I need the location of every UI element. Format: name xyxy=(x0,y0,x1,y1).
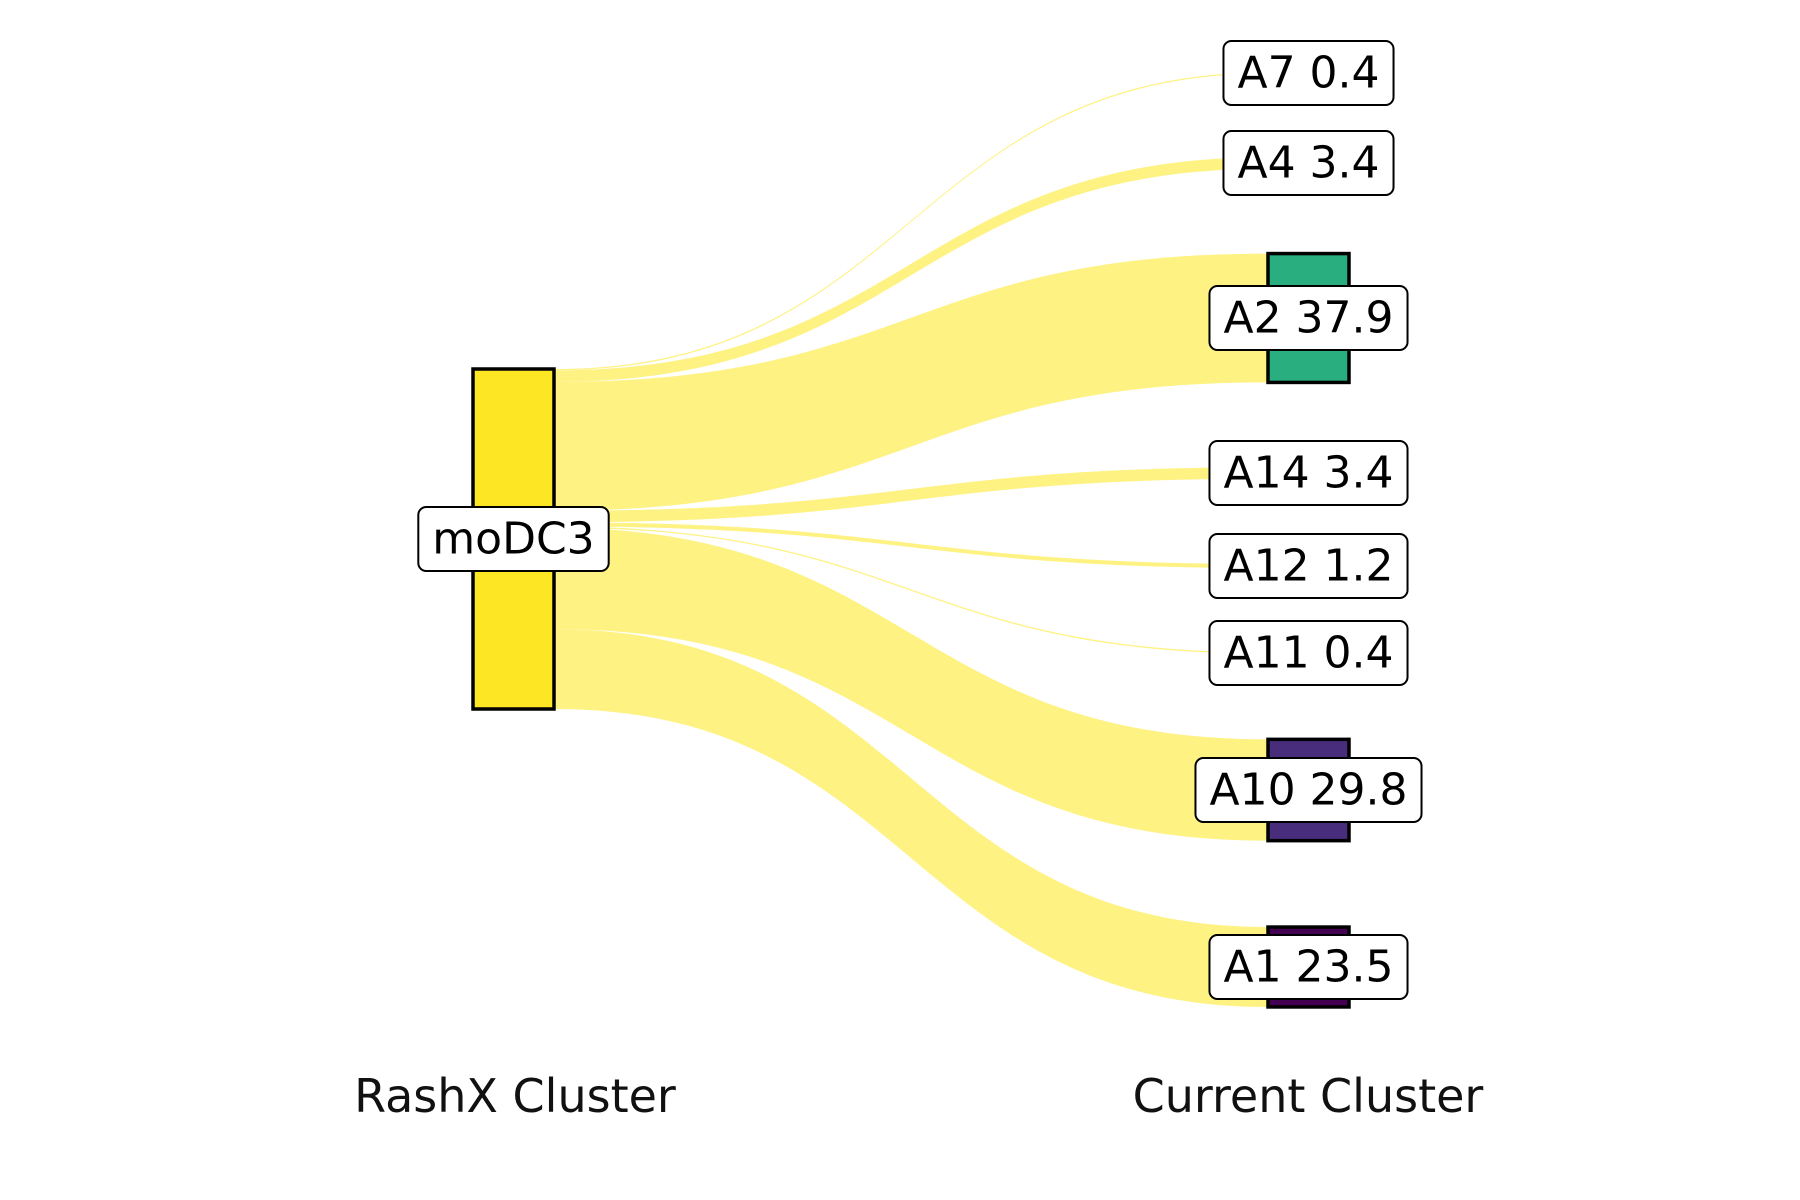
target-label-A2-text: A2 37.9 xyxy=(1223,293,1393,344)
target-label-A11-text: A11 0.4 xyxy=(1223,628,1393,679)
target-label-A12-box xyxy=(1208,533,1409,599)
target-label-A4-text: A4 3.4 xyxy=(1237,138,1379,189)
target-label-A4: A4 3.4 xyxy=(1222,130,1395,196)
right-axis-label: Current Cluster xyxy=(1133,1069,1484,1123)
source-label-box xyxy=(417,506,610,572)
target-label-A11-box xyxy=(1208,620,1409,686)
target-label-A14-text: A14 3.4 xyxy=(1223,448,1393,499)
target-label-A2: A2 37.9 xyxy=(1208,285,1409,351)
target-label-A10-box xyxy=(1194,757,1423,823)
target-label-A11: A11 0.4 xyxy=(1208,620,1409,686)
target-label-A12: A12 1.2 xyxy=(1208,533,1409,599)
target-label-A14: A14 3.4 xyxy=(1208,440,1409,506)
target-label-A1: A1 23.5 xyxy=(1208,934,1409,1000)
target-label-A10-text: A10 29.8 xyxy=(1209,765,1407,816)
target-label-A10: A10 29.8 xyxy=(1194,757,1423,823)
flow-link-A12 xyxy=(554,522,1268,569)
target-label-A12-text: A12 1.2 xyxy=(1223,541,1393,592)
target-label-A1-box xyxy=(1208,934,1409,1000)
flow-link-A2 xyxy=(554,253,1268,511)
flow-link-A7 xyxy=(554,72,1268,371)
source-label: moDC3 xyxy=(417,506,610,572)
target-label-A7-text: A7 0.4 xyxy=(1237,48,1379,99)
source-label-text: moDC3 xyxy=(432,514,594,565)
flow-link-A4 xyxy=(554,157,1268,382)
left-axis-label: RashX Cluster xyxy=(354,1069,676,1123)
target-label-A4-box xyxy=(1222,130,1395,196)
target-label-A7-box xyxy=(1222,40,1395,106)
flow-link-A1 xyxy=(554,629,1268,1007)
flow-links xyxy=(554,72,1268,1007)
flow-link-A10 xyxy=(554,527,1268,841)
target-label-A7: A7 0.4 xyxy=(1222,40,1395,106)
flow-link-A11 xyxy=(554,526,1268,654)
flow-link-A14 xyxy=(554,467,1268,523)
target-label-A2-box xyxy=(1208,285,1409,351)
target-label-A14-box xyxy=(1208,440,1409,506)
target-label-A1-text: A1 23.5 xyxy=(1223,942,1393,993)
